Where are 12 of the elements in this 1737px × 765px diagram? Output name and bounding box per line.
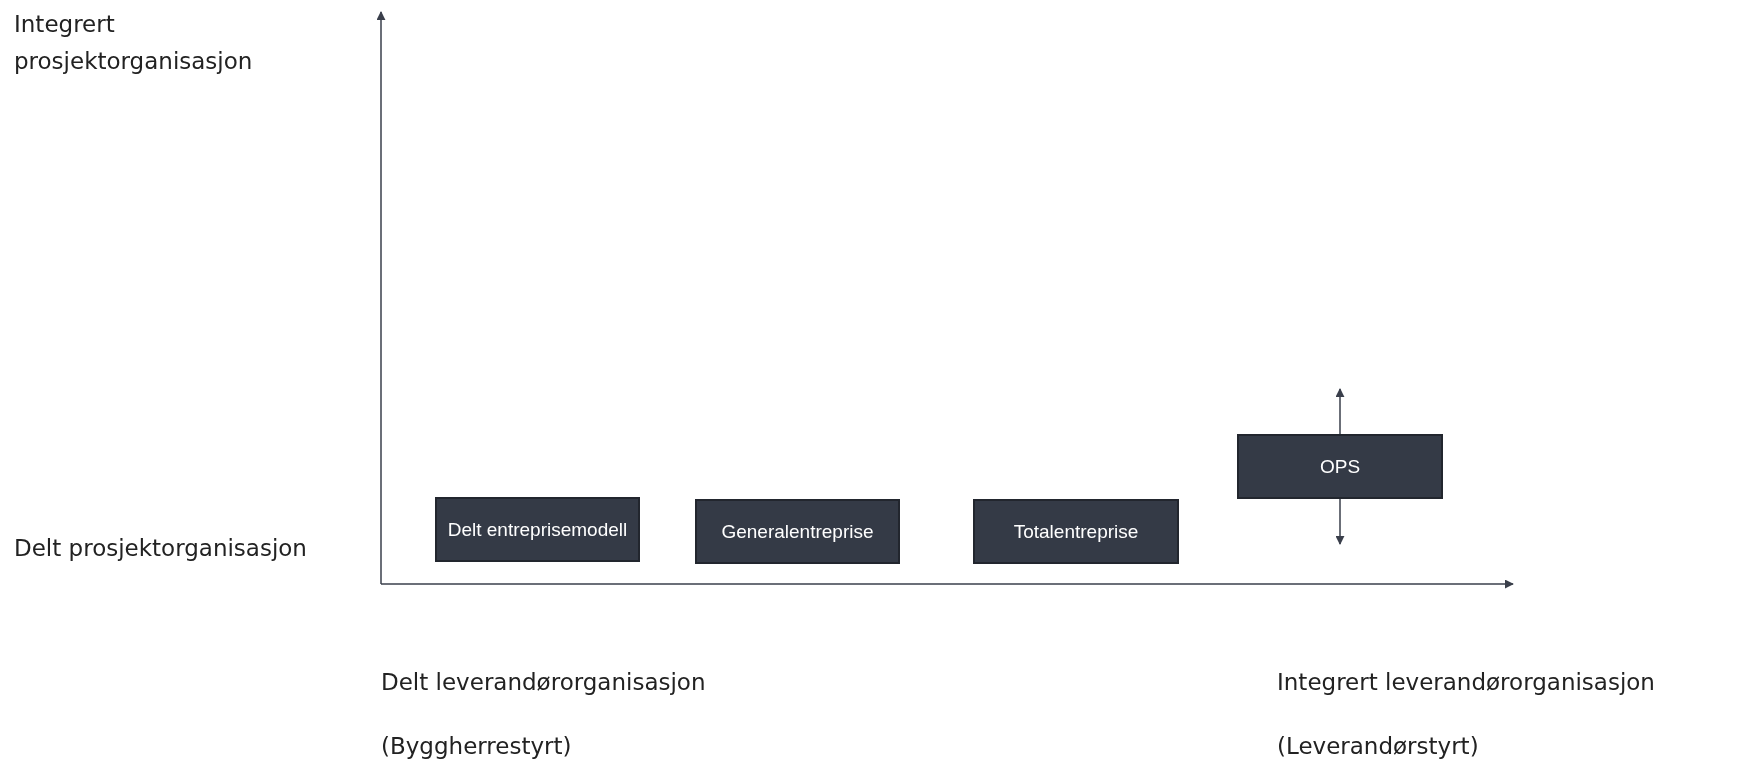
process-box: Generalentreprise (695, 499, 900, 564)
axis-label: (Byggherrestyrt) (381, 732, 572, 761)
process-box: Delt entreprisemodell (435, 497, 640, 562)
process-box: Totalentreprise (973, 499, 1179, 564)
axis-label: Delt prosjektorganisasjon (14, 534, 307, 563)
arrow (1335, 498, 1345, 545)
axis-label: Delt leverandørorganisasjon (381, 668, 706, 697)
arrow (1335, 388, 1345, 435)
axis-label: (Leverandørstyrt) (1277, 732, 1479, 761)
axis-label: Integrert leverandørorganisasjon (1277, 668, 1655, 697)
process-box: OPS (1237, 434, 1443, 499)
axis-label: Integrert prosjektorganisasjon (14, 10, 254, 76)
